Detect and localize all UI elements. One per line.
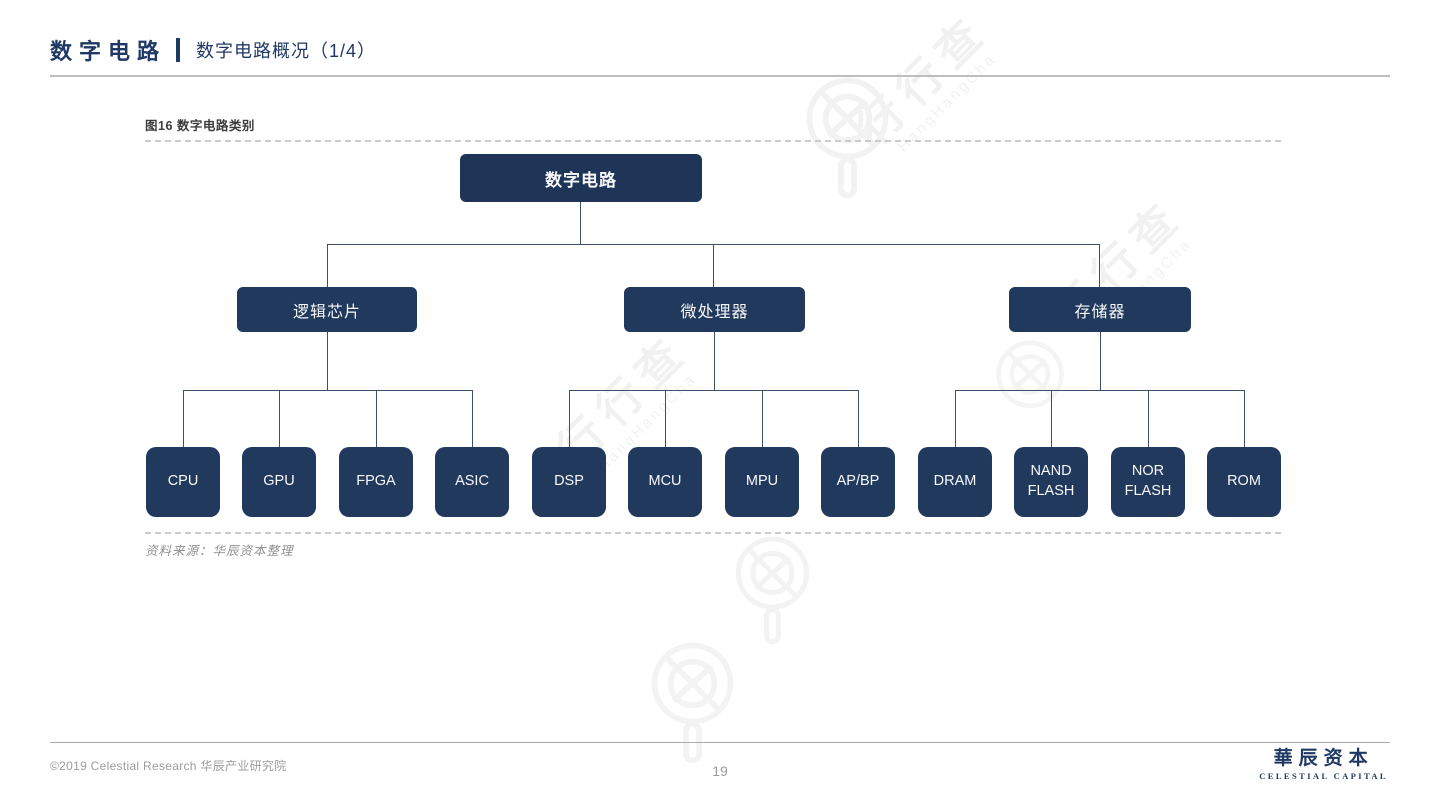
tree-node-mpu: MPU — [725, 447, 799, 517]
connector — [1100, 332, 1101, 390]
footer-rule — [50, 742, 1390, 743]
tree-node-nor-flash: NOR FLASH — [1111, 447, 1185, 517]
logo-cn-text: 華辰资本 — [1273, 748, 1374, 769]
watermark: 行行查 HangHangCha — [790, 5, 1020, 235]
figure-top-border — [145, 140, 1281, 142]
page-number: 19 — [712, 763, 728, 779]
tree-node-cpu: CPU — [146, 447, 220, 517]
watermark: 行行查 HangHangCha — [505, 325, 735, 550]
tree-node-rom: ROM — [1207, 447, 1281, 517]
page-header: 数字电路 数字电路概况（1/4） — [50, 34, 376, 66]
connector — [327, 244, 328, 287]
tree-node-root: 数字电路 — [460, 154, 702, 202]
figure-source: 资料来源：华辰资本整理 — [145, 544, 294, 558]
tree-node-dsp: DSP — [532, 447, 606, 517]
watermark-magnifier-icon — [651, 642, 734, 764]
page-subtitle: 数字电路概况（1/4） — [196, 41, 377, 61]
tree-node-mcu: MCU — [628, 447, 702, 517]
page-title: 数字电路 — [50, 39, 167, 64]
tree-node-microprocessor: 微处理器 — [624, 287, 805, 332]
tree-node-memory: 存储器 — [1009, 287, 1191, 332]
company-logo: 華辰资本 CELESTIAL CAPITAL — [1259, 748, 1388, 781]
connector — [714, 332, 715, 390]
connector — [183, 390, 473, 391]
tree-node-gpu: GPU — [242, 447, 316, 517]
logo-en-text: CELESTIAL CAPITAL — [1259, 770, 1388, 781]
tree-node-asic: ASIC — [435, 447, 509, 517]
tree-node-fpga: FPGA — [339, 447, 413, 517]
figure-bottom-border — [145, 532, 1281, 534]
connector — [1051, 390, 1052, 447]
header-rule — [50, 75, 1390, 77]
connector — [183, 390, 184, 447]
connector — [713, 244, 714, 287]
connector — [762, 390, 763, 447]
connector — [569, 390, 859, 391]
connector — [1099, 244, 1100, 287]
watermark-text: 行行查 HangHangCha — [849, 4, 1001, 156]
tree-node-dram: DRAM — [918, 447, 992, 517]
connector — [955, 390, 1245, 391]
watermark-magnifier-icon — [735, 536, 810, 645]
connector — [279, 390, 280, 447]
title-separator-bar — [176, 38, 181, 62]
connector — [569, 390, 570, 447]
watermark-magnifier-icon — [806, 77, 889, 199]
copyright-text: ©2019 Celestial Research 华辰产业研究院 — [50, 759, 287, 773]
connector — [580, 202, 581, 244]
connector — [376, 390, 377, 447]
tree-node-nand-flash: NAND FLASH — [1014, 447, 1088, 517]
connector — [858, 390, 859, 447]
connector — [327, 332, 328, 390]
connector — [665, 390, 666, 447]
connector — [1244, 390, 1245, 447]
tree-node-apbp: AP/BP — [821, 447, 895, 517]
figure-caption: 图16 数字电路类别 — [145, 119, 255, 133]
connector — [1148, 390, 1149, 447]
connector — [472, 390, 473, 447]
tree-node-logic-chip: 逻辑芯片 — [237, 287, 417, 332]
connector — [955, 390, 956, 447]
watermark — [700, 505, 900, 705]
